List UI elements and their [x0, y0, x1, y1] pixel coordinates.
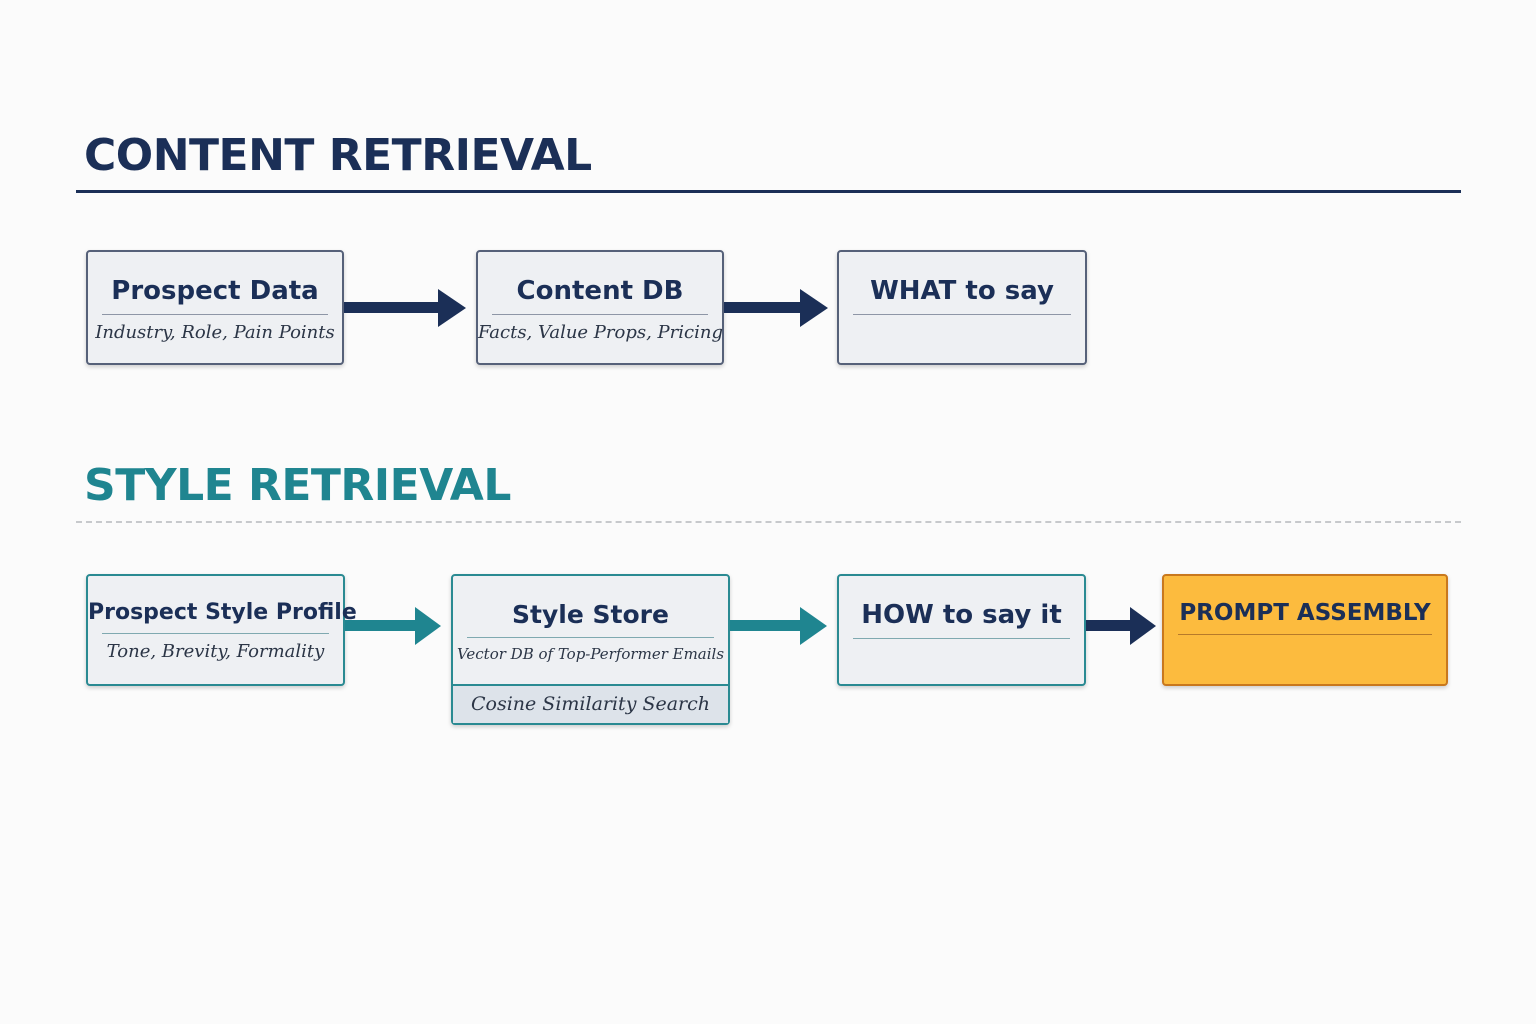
what-to-say-node: WHAT to say	[837, 250, 1087, 365]
how-to-say-it-node: HOW to say it	[837, 574, 1086, 686]
prospect-style-profile-separator	[102, 633, 329, 634]
style-section-divider	[76, 521, 1461, 523]
prompt-assembly-node: PROMPT ASSEMBLY	[1162, 574, 1448, 686]
content-db-node: Content DB Facts, Value Props, Pricing	[476, 250, 724, 365]
how-to-say-it-separator	[853, 638, 1070, 639]
arrow-style-store-to-how	[730, 607, 827, 645]
content-retrieval-heading: CONTENT RETRIEVAL	[84, 130, 592, 181]
how-to-say-it-title: HOW to say it	[861, 600, 1062, 630]
prospect-style-profile-title: Prospect Style Profile	[88, 600, 357, 625]
arrow-how-to-prompt-assembly	[1086, 607, 1156, 645]
what-to-say-separator	[853, 314, 1071, 315]
arrow-prospect-to-content-db	[344, 289, 466, 327]
style-store-node: Style Store Vector DB of Top-Performer E…	[451, 574, 730, 725]
prospect-style-profile-node: Prospect Style Profile Tone, Brevity, Fo…	[86, 574, 357, 686]
style-store-title: Style Store	[512, 600, 669, 629]
style-store-subtitle: Vector DB of Top-Performer Emails	[456, 645, 725, 663]
prompt-assembly-separator	[1178, 634, 1432, 635]
style-store-separator	[467, 637, 714, 638]
prospect-style-profile-subtitle: Tone, Brevity, Formality	[106, 641, 325, 662]
prospect-data-node: Prospect Data Industry, Role, Pain Point…	[86, 250, 344, 365]
arrow-content-db-to-what	[724, 289, 828, 327]
style-retrieval-heading: STYLE RETRIEVAL	[84, 460, 511, 511]
prospect-data-subtitle: Industry, Role, Pain Points	[95, 322, 335, 343]
cosine-similarity-search-label: Cosine Similarity Search	[453, 684, 728, 723]
prospect-data-separator	[102, 314, 328, 315]
prospect-data-title: Prospect Data	[111, 276, 319, 306]
content-section-divider	[76, 190, 1461, 193]
content-db-subtitle: Facts, Value Props, Pricing	[478, 322, 723, 343]
arrow-style-profile-to-store	[345, 607, 441, 645]
what-to-say-title: WHAT to say	[870, 276, 1054, 306]
content-db-separator	[492, 314, 708, 315]
prompt-assembly-title: PROMPT ASSEMBLY	[1179, 600, 1431, 626]
content-db-title: Content DB	[516, 276, 684, 306]
